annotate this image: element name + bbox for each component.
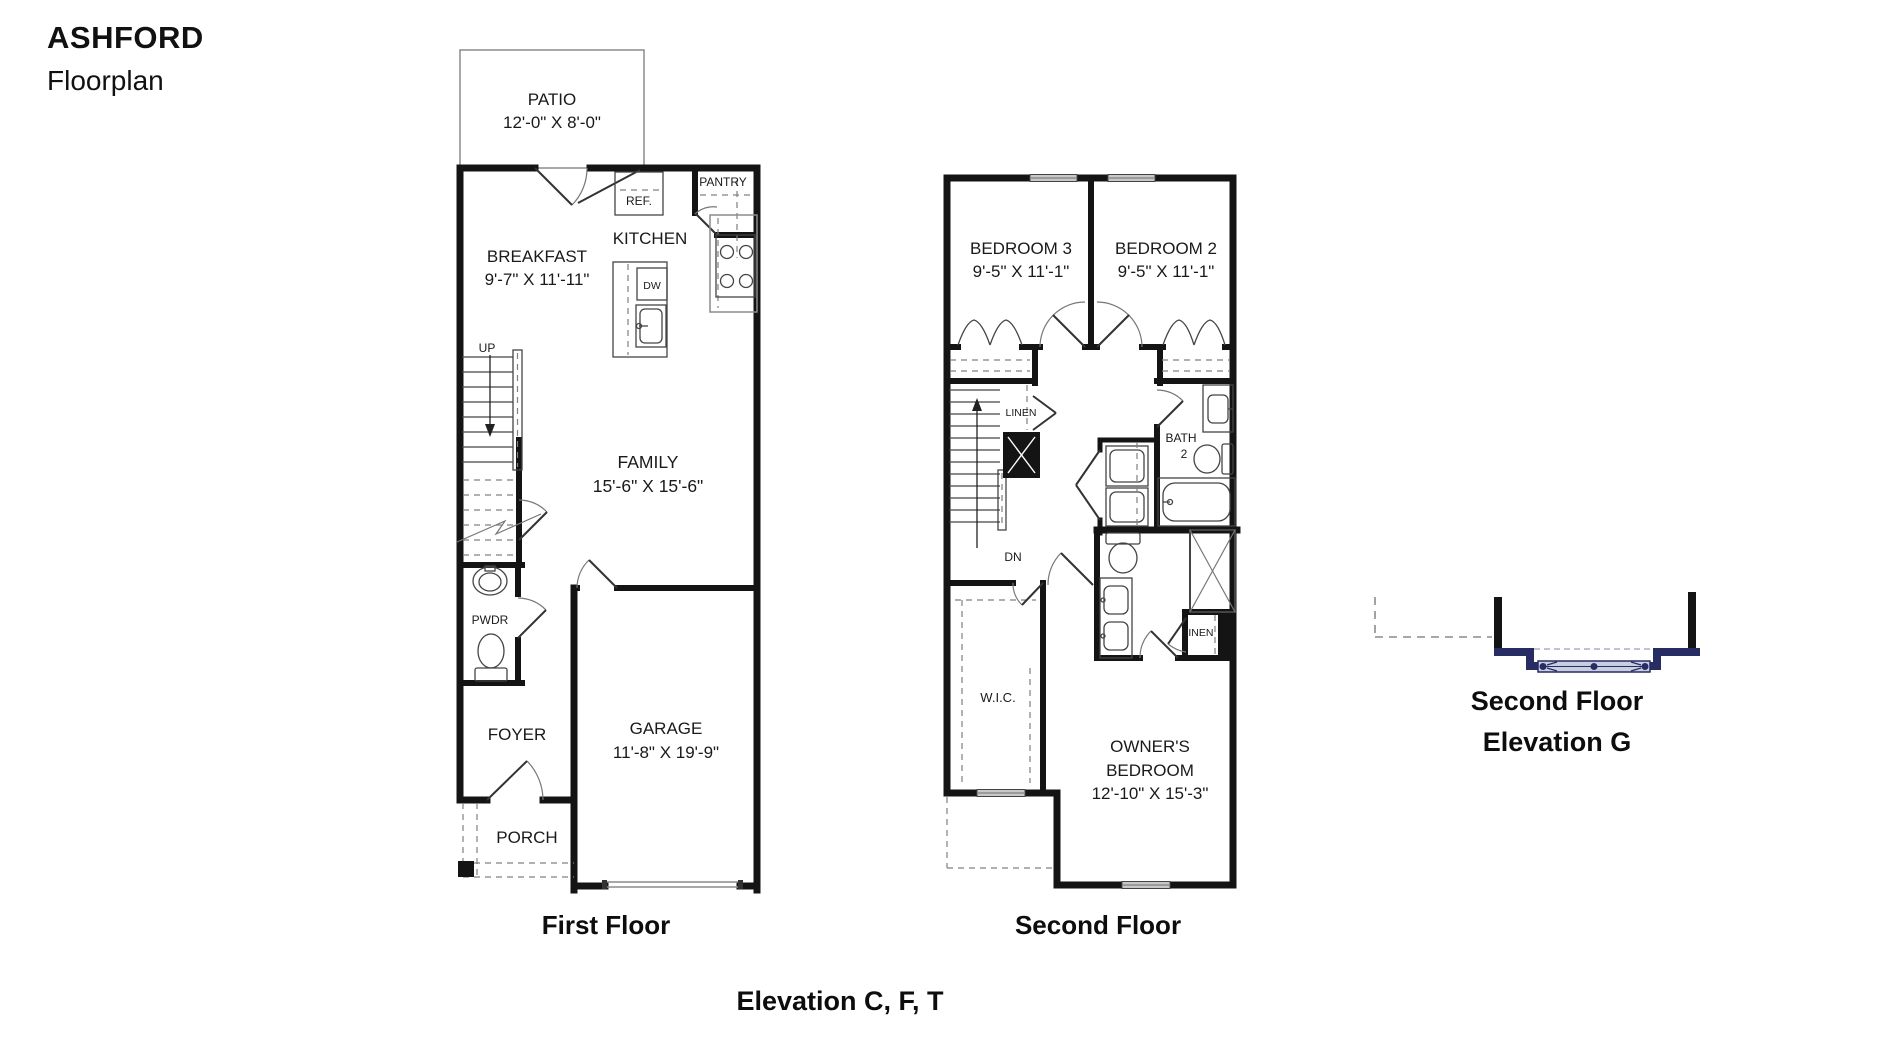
owners-vanity (1099, 577, 1133, 659)
elevation-g-caption-line1: Second Floor (1470, 686, 1644, 716)
plan-subtitle: Floorplan (47, 65, 164, 96)
kitchen-island: DW (612, 261, 668, 358)
windows (976, 174, 1171, 889)
front-door (486, 760, 544, 801)
first-floor-plan: PATIO 12'-0" X 8'-0" (456, 49, 761, 894)
pwdr-toilet (474, 633, 508, 682)
owners-dims: 12'-10" X 15'-3" (1092, 784, 1209, 803)
owners-bath-door (1139, 630, 1179, 659)
garage-dims: 11'-8" X 19'-9" (613, 743, 719, 762)
family-label: FAMILY (618, 452, 679, 472)
bedroom2-closet (1162, 319, 1230, 372)
stairs-down: DN (949, 389, 1022, 564)
linen-lower-label: LINEN (1183, 627, 1214, 639)
stairs-up: UP (456, 341, 548, 556)
pantry: PANTRY (694, 175, 753, 258)
pwdr-door (517, 597, 547, 611)
bedroom2-door (1096, 301, 1143, 348)
second-floor-walls (943, 174, 1241, 889)
patio-door (534, 167, 641, 206)
first-floor-caption: First Floor (541, 910, 671, 940)
plan-name: ASHFORD (47, 20, 204, 55)
bedroom2-label: BEDROOM 2 (1115, 239, 1217, 258)
bedroom3-label: BEDROOM 3 (970, 239, 1072, 258)
second-floor-plan: BEDROOM 3 9'-5" X 11'-1" BEDROOM 2 9'-5"… (943, 174, 1241, 889)
kitchen-counter (709, 214, 758, 313)
chase (1003, 432, 1040, 478)
linen-closet-upper: LINEN (1006, 385, 1057, 431)
owners-shower (1189, 529, 1236, 613)
bath2-vanity (1202, 384, 1234, 433)
family-dims: 15'-6" X 15'-6" (593, 476, 704, 496)
elevation-g-caption-line2: Elevation G (1482, 727, 1632, 757)
wic-door (1012, 582, 1044, 606)
roof-outline (946, 797, 1057, 869)
bath2-tub (1157, 477, 1236, 527)
bath2-toilet (1193, 443, 1234, 475)
up-label: UP (479, 341, 496, 355)
owners-toilet (1105, 532, 1141, 574)
elevation-cft-caption: Elevation C, F, T (736, 986, 944, 1016)
elevation-g-drawing (1374, 592, 1700, 673)
porch-label: PORCH (496, 828, 557, 847)
foyer-label: FOYER (488, 725, 547, 744)
ref-label: REF. (626, 194, 652, 208)
pwdr-sink (472, 565, 508, 596)
bath2-number: 2 (1181, 447, 1188, 461)
wic: W.I.C. (955, 582, 1044, 783)
owners-bath (1099, 529, 1236, 659)
elevation-window (1537, 660, 1651, 673)
porch: PORCH (458, 803, 574, 878)
patio-dims: 12'-0" X 8'-0" (503, 113, 601, 132)
powder-room: PWDR (472, 565, 547, 682)
garage-door (602, 880, 743, 889)
bath2: BATH 2 (1156, 384, 1236, 527)
bath2-label: BATH (1165, 431, 1196, 445)
kitchen-label: KITCHEN (613, 229, 688, 248)
title-block: ASHFORD Floorplan (47, 20, 204, 97)
island-sink (635, 304, 667, 348)
linen-closet-lower: LINEN (1167, 614, 1233, 658)
pwdr-label: PWDR (472, 613, 509, 627)
second-floor-caption: Second Floor (1014, 910, 1182, 940)
owners-label-line1: OWNER'S (1110, 737, 1190, 756)
bedroom2-dims: 9'-5" X 11'-1" (1118, 262, 1215, 281)
patio-label: PATIO (528, 90, 577, 109)
owners-entry-door (1047, 552, 1094, 586)
refrigerator: REF. (614, 171, 664, 216)
patio: PATIO 12'-0" X 8'-0" (459, 49, 645, 169)
bedroom3-dims: 9'-5" X 11'-1" (973, 262, 1070, 281)
dn-label: DN (1004, 550, 1021, 564)
pantry-label: PANTRY (699, 175, 747, 189)
bedroom3-door (1039, 301, 1086, 348)
elevation-g-detail (1374, 592, 1700, 673)
breakfast-label: BREAKFAST (487, 247, 587, 266)
linen-upper-label: LINEN (1006, 407, 1037, 419)
wic-label: W.I.C. (980, 690, 1015, 705)
dw-label: DW (643, 280, 661, 292)
bedroom3-closet (950, 319, 1030, 372)
owners-label-line2: BEDROOM (1106, 761, 1194, 780)
breakfast-dims: 9'-7" X 11'-11" (485, 270, 590, 289)
laundry-closet (1075, 442, 1149, 527)
garage-entry-door (576, 559, 618, 589)
bath2-door (1156, 389, 1184, 428)
garage-label: GARAGE (630, 719, 703, 738)
